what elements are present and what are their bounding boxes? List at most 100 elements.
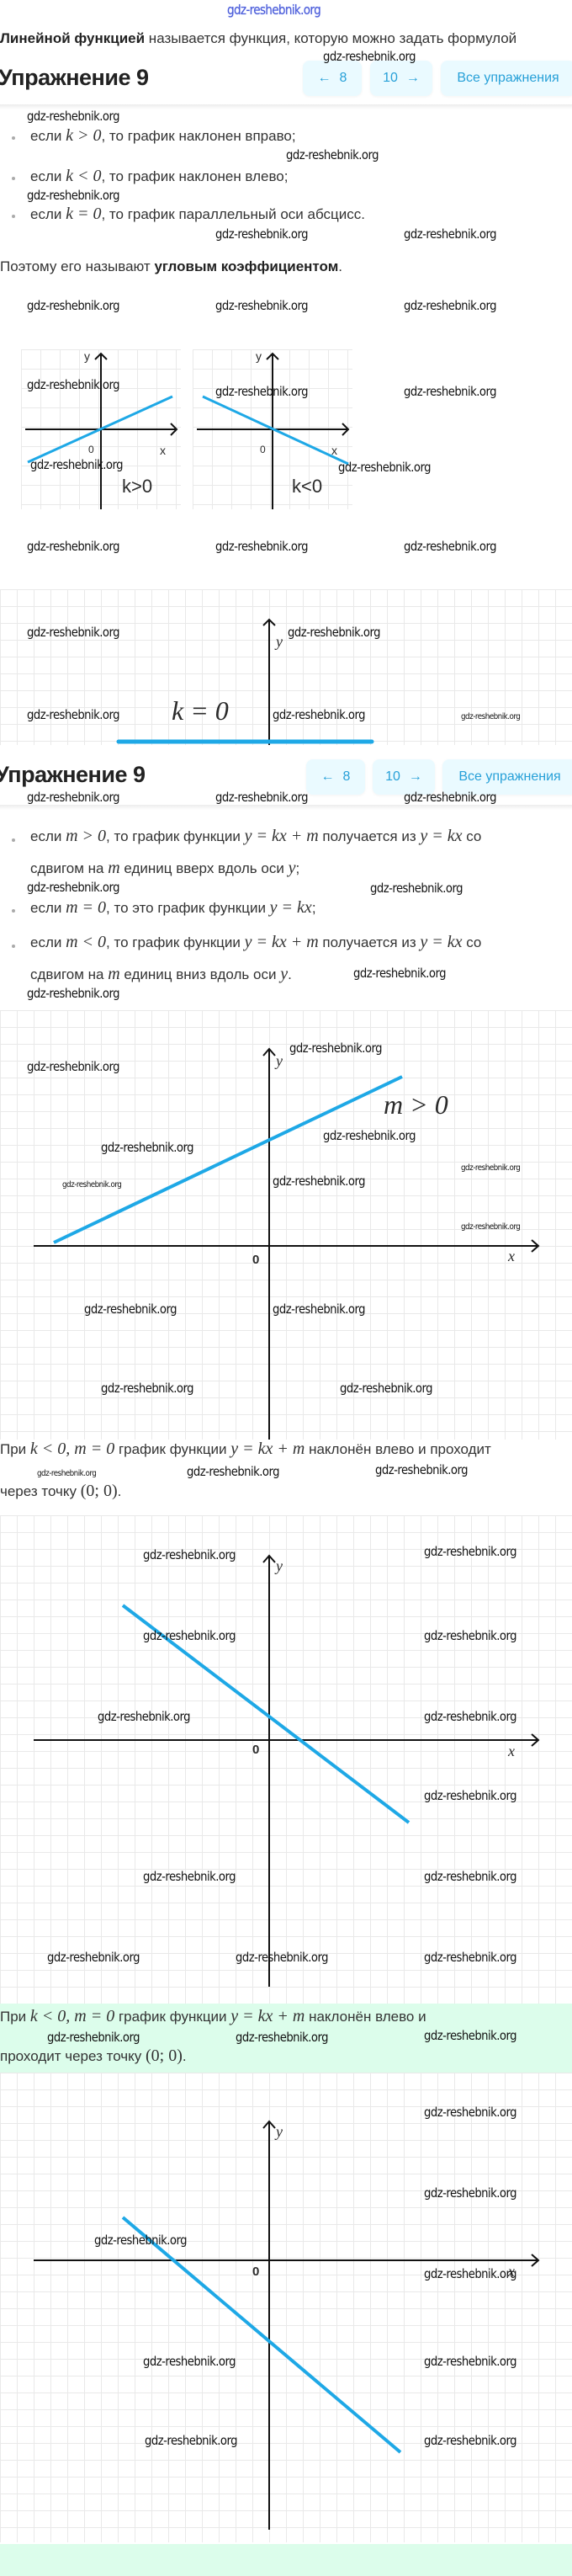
watermark: gdz-reshebnik.org (27, 790, 120, 805)
watermark: gdz-reshebnik.org (101, 1140, 194, 1155)
watermark: gdz-reshebnik.org (461, 1163, 521, 1173)
watermark: gdz-reshebnik.org (424, 1950, 517, 1965)
watermark: gdz-reshebnik.org (273, 1174, 366, 1189)
watermark: gdz-reshebnik.org (187, 1464, 280, 1479)
origin-label: 0 (88, 444, 94, 455)
y-label: y (84, 349, 90, 363)
watermark: gdz-reshebnik.org (236, 1950, 329, 1965)
y-arrow-icon (262, 2120, 276, 2129)
watermark: gdz-reshebnik.org (424, 2185, 517, 2201)
watermark: gdz-reshebnik.org (404, 298, 497, 313)
watermark: gdz-reshebnik.org (27, 880, 120, 895)
graph-k-zero: y k = 0 (0, 589, 572, 745)
next-exercise-button[interactable]: 10→ (370, 61, 432, 96)
y-label: y (276, 2123, 283, 2140)
bullet (12, 177, 15, 180)
graph-k-positive-svg (25, 352, 178, 509)
watermark: gdz-reshebnik.org (27, 109, 120, 124)
y-label: y (276, 633, 283, 650)
conclusion-text: Поэтому его называют угловым коэффициент… (0, 258, 343, 274)
note-text-line2: через точку (0; 0). (0, 1482, 122, 1500)
watermark: gdz-reshebnik.org (27, 625, 120, 640)
watermark: gdz-reshebnik.org (62, 1180, 122, 1190)
graph-m-positive: y 0 x m > 0 (0, 1010, 572, 1440)
line-k-negative (121, 1604, 410, 1824)
watermark: gdz-reshebnik.org (215, 384, 309, 399)
x-label: x (508, 1248, 515, 1264)
intro-text: Линейной функцией называется функция, ко… (0, 30, 517, 46)
bullet (12, 945, 15, 948)
watermark: gdz-reshebnik.org (27, 377, 120, 392)
origin-label: 0 (252, 1743, 260, 1757)
graph-caption: k<0 (292, 476, 323, 497)
watermark: gdz-reshebnik.org (424, 1544, 517, 1559)
x-arrow-icon (531, 1239, 540, 1253)
watermark: gdz-reshebnik.org (424, 2105, 517, 2120)
watermark: gdz-reshebnik.org (289, 1041, 383, 1056)
watermark: gdz-reshebnik.org (424, 1788, 517, 1803)
watermark: gdz-reshebnik.org (94, 2233, 188, 2248)
bullet (12, 215, 15, 218)
watermark: gdz-reshebnik.org (424, 1709, 517, 1724)
watermark: gdz-reshebnik.org (143, 1628, 236, 1643)
watermark: gdz-reshebnik.org (101, 1381, 194, 1396)
watermark: gdz-reshebnik.org (27, 1059, 120, 1074)
site-watermark-logo: gdz-reshebnik.org (227, 2, 321, 18)
watermark: gdz-reshebnik.org (461, 712, 521, 721)
watermark: gdz-reshebnik.org (286, 147, 379, 162)
prev-exercise-button[interactable]: ←8 (306, 759, 365, 795)
watermark: gdz-reshebnik.org (424, 2433, 517, 2448)
graph-k-negative-m-zero: y 0 x (0, 1515, 572, 2004)
watermark: gdz-reshebnik.org (215, 226, 309, 242)
watermark: gdz-reshebnik.org (143, 1869, 236, 1884)
watermark: gdz-reshebnik.org (424, 2028, 517, 2043)
origin-label: 0 (252, 2265, 260, 2279)
bullet (12, 909, 15, 913)
x-arrow-icon (531, 1733, 540, 1747)
watermark: gdz-reshebnik.org (143, 1547, 236, 1562)
all-exercises-button[interactable]: Все упражнения (441, 61, 572, 96)
watermark: gdz-reshebnik.org (353, 966, 447, 981)
note-highlight-bottom (0, 2544, 572, 2576)
next-exercise-button[interactable]: 10→ (373, 759, 435, 795)
line-k-negative (121, 2216, 402, 2454)
watermark: gdz-reshebnik.org (37, 1469, 97, 1478)
graph-k-negative-svg (197, 352, 350, 509)
y-arrow-icon (94, 352, 108, 360)
watermark: gdz-reshebnik.org (288, 625, 381, 640)
watermark: gdz-reshebnik.org (98, 1709, 191, 1724)
watermark: gdz-reshebnik.org (143, 2354, 236, 2369)
graph-k-positive: y 0 x k>0 (21, 349, 181, 509)
shift-rule-positive: если m > 0, то график функции y = kx + m… (30, 827, 482, 845)
watermark: gdz-reshebnik.org (424, 2266, 517, 2281)
graph-k-negative: y 0 x k<0 (193, 349, 352, 509)
watermark: gdz-reshebnik.org (145, 2433, 238, 2448)
shift-rule-negative: если m < 0, то график функции y = kx + m… (30, 933, 482, 951)
bullet (12, 136, 15, 140)
graph-k-negative-m-zero-2: y 0 x (0, 2073, 572, 2542)
graph-k-zero-svg (116, 618, 374, 745)
graph-3-svg (34, 2120, 540, 2530)
note-highlight: При k < 0, m = 0 график функции y = kx +… (0, 2004, 572, 2073)
y-arrow-icon (262, 618, 276, 626)
all-exercises-button[interactable]: Все упражнения (442, 759, 572, 795)
watermark: gdz-reshebnik.org (404, 226, 497, 242)
arrow-right-icon: → (405, 71, 420, 85)
watermark: gdz-reshebnik.org (215, 790, 309, 805)
note-text: При k < 0, m = 0 график функции y = kx +… (0, 2007, 426, 2025)
prev-exercise-button[interactable]: ←8 (303, 61, 362, 96)
arrow-right-icon: → (408, 769, 422, 784)
header-divider (0, 104, 572, 109)
bullet (12, 838, 15, 842)
watermark: gdz-reshebnik.org (273, 1301, 366, 1317)
x-label: x (508, 1743, 515, 1759)
watermark: gdz-reshebnik.org (215, 298, 309, 313)
y-arrow-icon (262, 1554, 276, 1563)
y-label: y (276, 1052, 283, 1069)
x-label: x (508, 2263, 515, 2280)
watermark: gdz-reshebnik.org (323, 49, 416, 64)
watermark: gdz-reshebnik.org (340, 1381, 433, 1396)
watermark: gdz-reshebnik.org (27, 707, 120, 722)
y-label: y (256, 349, 262, 363)
